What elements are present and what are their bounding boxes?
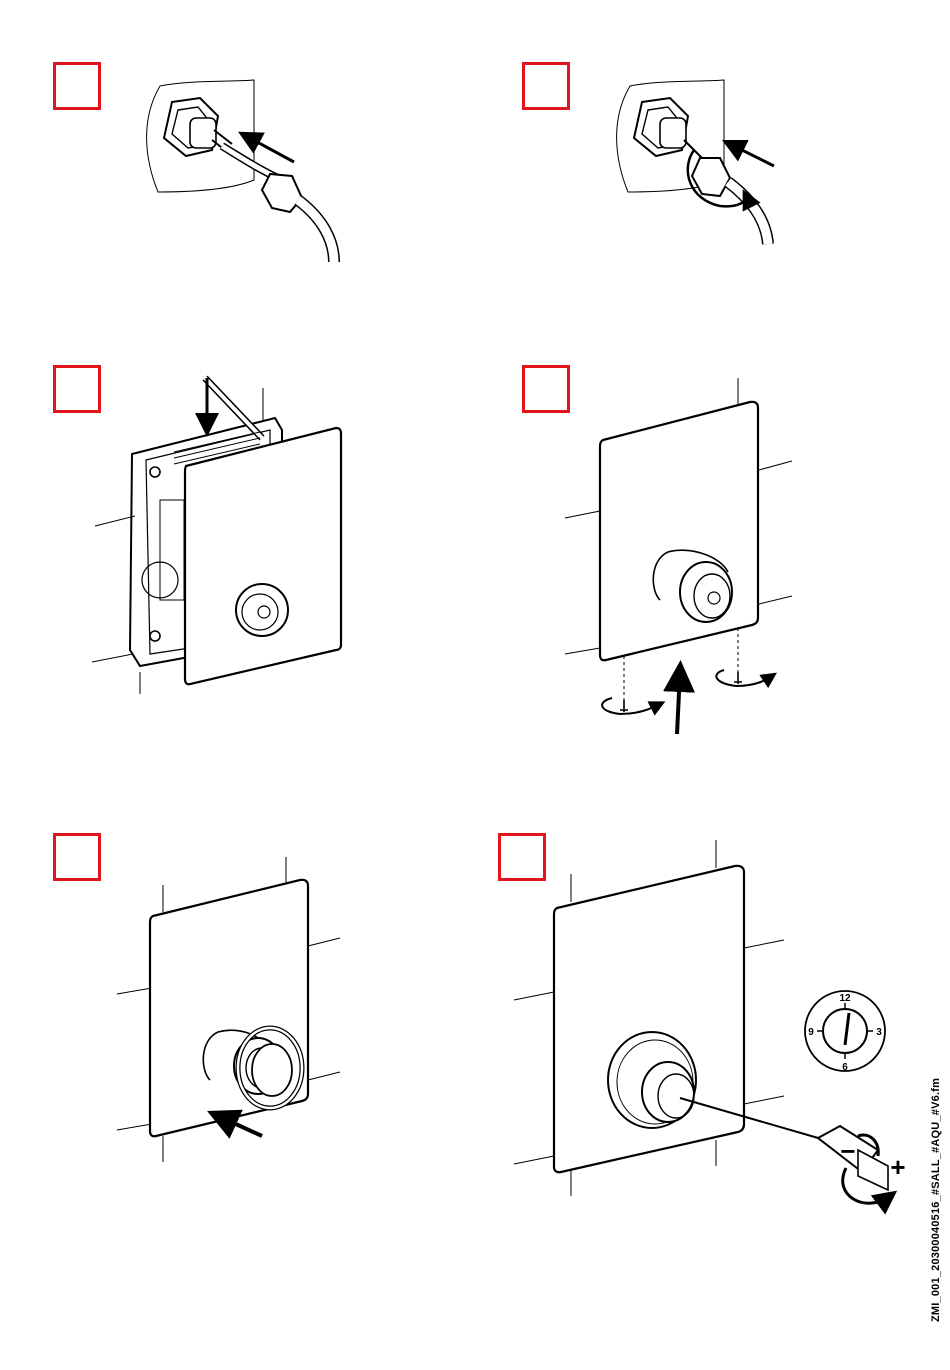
figure-step-3	[92, 378, 341, 694]
minus-sign: −	[840, 1136, 855, 1166]
figure-step-1	[147, 80, 334, 262]
figure-step-4	[565, 378, 792, 734]
document-code: ZMI_001_20300040516_#SALL_#AQU_#V6.fm	[930, 1078, 942, 1322]
figure-step-5	[117, 857, 340, 1162]
dial-label-bottom: 6	[842, 1062, 848, 1073]
figure-step-6	[514, 840, 890, 1203]
dial-label-right: 3	[876, 1027, 882, 1038]
plus-sign: +	[890, 1152, 905, 1182]
figure-step-2	[617, 80, 774, 244]
dial-label-left: 9	[808, 1027, 814, 1038]
dial-label-top: 12	[839, 993, 851, 1004]
